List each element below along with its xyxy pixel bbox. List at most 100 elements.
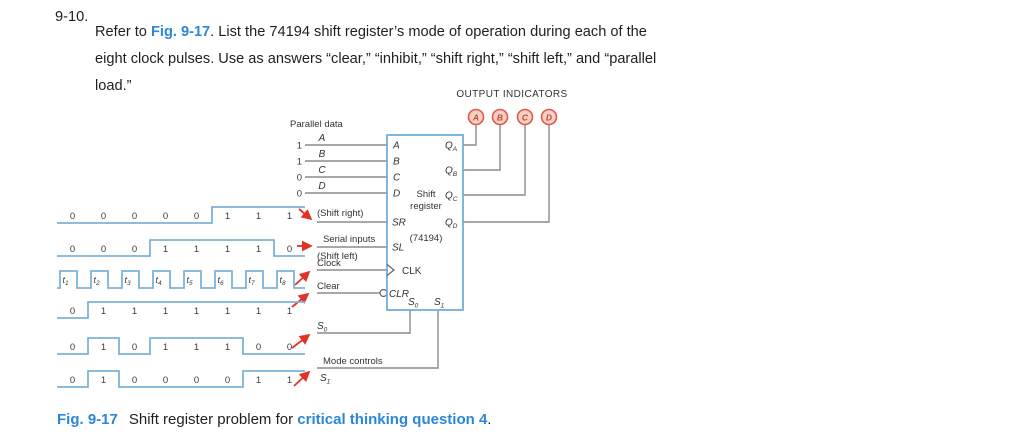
fig-reference-link[interactable]: Fig. 9-17 [150,23,211,40]
waveform-bit-value: 1 [256,244,261,255]
waveform-trace [57,206,305,224]
waveform-bit-value: 1 [101,375,106,386]
pin-b: B [393,157,400,168]
waveform-bit-value: 0 [225,375,230,386]
waveform-bit-value: 1 [256,375,261,386]
qc-wire [463,124,526,196]
waveform-clear: 0 1 1 1 1 1 1 1 [57,301,305,319]
input-b-name: B [319,149,326,160]
output-indicator-lamps: A B C D [467,108,558,126]
waveform-bit-value: 1 [225,244,230,255]
red-arrows [291,208,313,387]
waveform-bit-value: 0 [132,342,137,353]
active-low-bubble-icon [379,288,388,298]
qb-wire [463,124,501,171]
pin-clr: CLR [389,289,409,300]
clock-pulse-label: t2 [94,275,101,287]
lamp-c-label: C [522,112,529,122]
clock-pulse-label: t1 [63,275,70,287]
s0-arrow-icon [291,333,311,349]
problem-text-after: . List the 74194 shift register’s mode o… [95,23,657,94]
pin-d: D [393,189,400,200]
waveform-bit-value: 1 [194,306,199,317]
waveform-bit-value: 1 [101,306,106,317]
waveform-bit-value: 0 [287,342,292,353]
waveform-bit-value: 0 [132,244,137,255]
clock-pulse-label: t4 [156,275,163,287]
serial-inputs-label: Serial inputs [323,234,376,245]
box-part-number: (74194) [410,233,443,244]
waveform-bit-value: 0 [70,342,75,353]
waveform-bit-value: 1 [287,306,292,317]
waveform-bit-value: 1 [287,211,292,222]
box-title-line1: Shift [416,189,435,200]
shift-right-label: (Shift right) [317,208,363,219]
waveform-bit-value: 0 [194,375,199,386]
lamp-b-label: B [497,112,503,122]
clock-edge-triangle-icon [386,263,396,277]
waveform-bit-value: 1 [163,244,168,255]
shift-register-box [386,134,464,311]
pin-sl: SL [392,243,404,254]
input-a-name: A [318,133,326,144]
lamp-d-icon [540,108,558,126]
waveform-bit-value: 1 [163,306,168,317]
waveform-bit-value: 0 [163,375,168,386]
waveform-trace [57,370,305,388]
problem-number: 9-10. [55,9,89,25]
pin-clk: CLK [402,266,422,277]
sr-arrow-icon [298,208,313,221]
lamp-a-label: A [472,112,479,122]
s1-wire [317,310,439,369]
waveform-bit-value: 1 [256,306,261,317]
s0-wire [317,310,411,334]
lamp-b-icon [491,108,509,126]
input-c-name: C [318,165,326,176]
clock-arrow-icon [294,270,311,286]
parallel-data-inputs: 1 A 1 B 0 C 0 D [297,133,387,200]
problem-text-before: Refer to [95,23,151,40]
waveform-bit-value: 1 [225,342,230,353]
waveform-bit-value: 0 [163,211,168,222]
waveform-bit-value: 0 [256,342,261,353]
waveform-bit-value: 1 [225,211,230,222]
clock-pulse-label: t7 [249,275,256,287]
lamp-a-icon [467,108,485,126]
waveform-bit-value: 0 [101,211,106,222]
qd-wire [463,124,550,223]
input-d-name: D [318,181,325,192]
figure-9-17-diagram: OUTPUT INDICATORS A B C D Parallel data … [57,89,567,388]
waveform-bit-value: 1 [163,342,168,353]
waveform-bit-value: 1 [132,306,137,317]
caption-link[interactable]: critical thinking question 4 [297,411,488,428]
pin-sr: SR [392,218,406,229]
clock-pulse-label: t3 [125,275,132,287]
waveform-bit-value: 1 [225,306,230,317]
waveform-bit-value: 0 [70,375,75,386]
s0-input-label: S0 [317,321,328,334]
clock-pulse-label: t5 [187,275,194,287]
pin-qd: QD [445,218,458,231]
pin-qb: QB [445,166,458,179]
waveform-bit-value: 0 [101,244,106,255]
pin-c: C [393,173,401,184]
input-a-value: 1 [297,141,302,152]
waveform-trace [57,239,305,257]
input-c-value: 0 [297,173,302,184]
clock-pulse-label: t8 [280,275,287,287]
caption-period: . [487,411,492,428]
clear-label: Clear [317,281,340,292]
s1-input-label: S1 [320,373,331,386]
waveform-bit-value: 0 [132,211,137,222]
waveform-bit-value: 0 [70,211,75,222]
waveform-trace [57,301,305,319]
input-b-value: 1 [297,157,302,168]
waveform-bit-value: 0 [70,306,75,317]
waveform-trace [57,337,305,355]
waveform-bit-value: 1 [287,375,292,386]
s1-arrow-icon [293,370,311,387]
